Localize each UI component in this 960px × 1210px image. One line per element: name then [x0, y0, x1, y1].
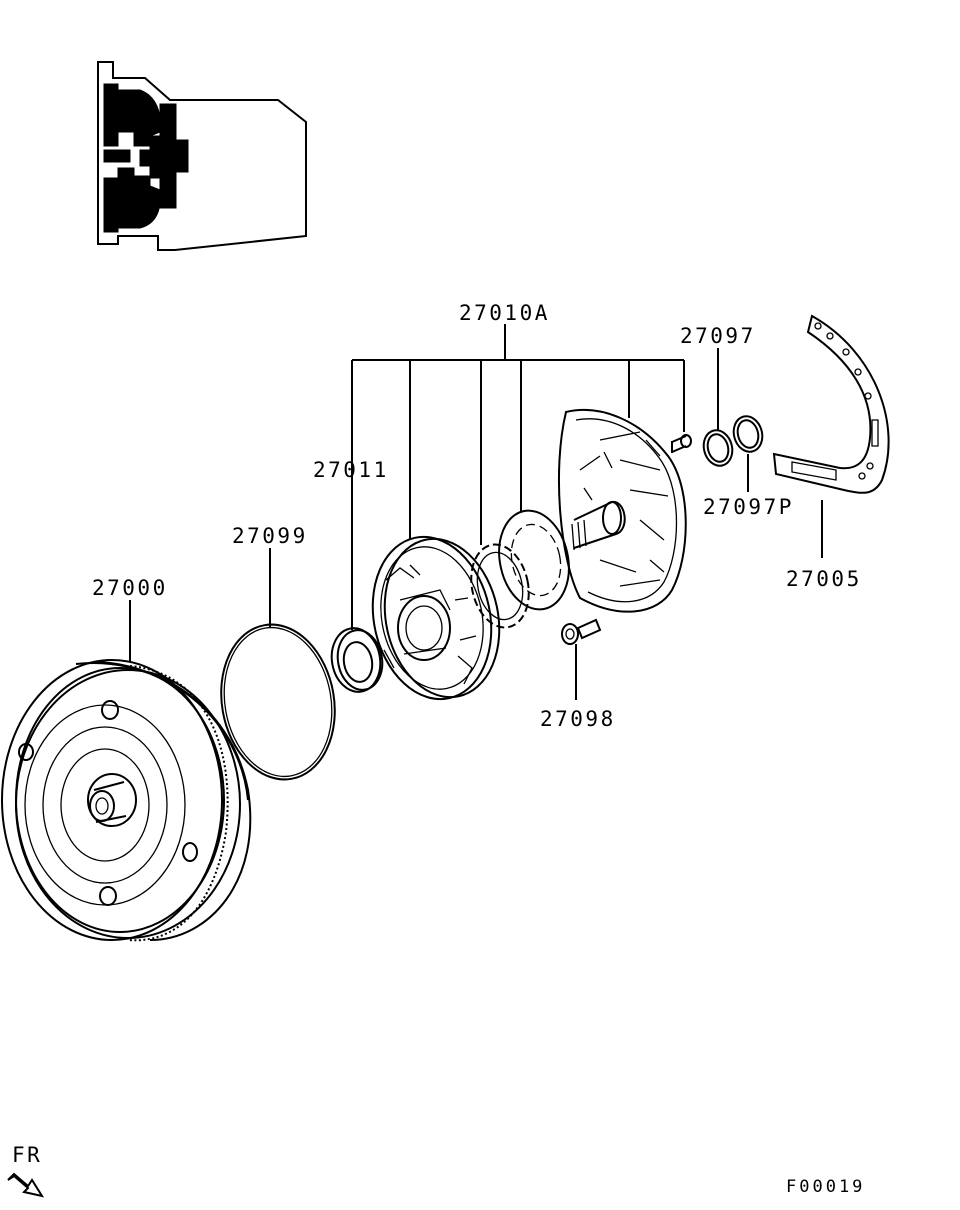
figure-code: F00019 [786, 1177, 865, 1197]
oil-seal-drawing [330, 627, 384, 693]
pump-housing-drawing [371, 535, 501, 701]
label-27000: 27000 [92, 576, 168, 600]
inner-gear-drawing [470, 543, 530, 629]
front-arrow-icon [7, 1172, 45, 1198]
label-27099: 27099 [232, 524, 308, 548]
ring-gear-teeth [127, 665, 229, 942]
label-27010a: 27010A [459, 301, 550, 325]
front-direction-label: FR [12, 1143, 42, 1167]
torque-converter-drawing [1, 659, 252, 942]
pump-cover-drawing [557, 408, 687, 613]
small-bolt-drawing [671, 434, 692, 453]
label-27097p: 27097P [703, 495, 794, 519]
transmission-location-inset [97, 61, 307, 251]
label-27005: 27005 [786, 567, 862, 591]
leader-lines [129, 324, 823, 700]
label-27011: 27011 [313, 458, 389, 482]
gasket-drawing [772, 314, 890, 494]
label-27097: 27097 [680, 324, 756, 348]
bolt-drawing [561, 618, 602, 645]
label-27098: 27098 [540, 707, 616, 731]
outer-gear-drawing [498, 509, 570, 611]
o-ring-drawing [220, 623, 336, 781]
seal-rings-drawing [702, 415, 764, 467]
